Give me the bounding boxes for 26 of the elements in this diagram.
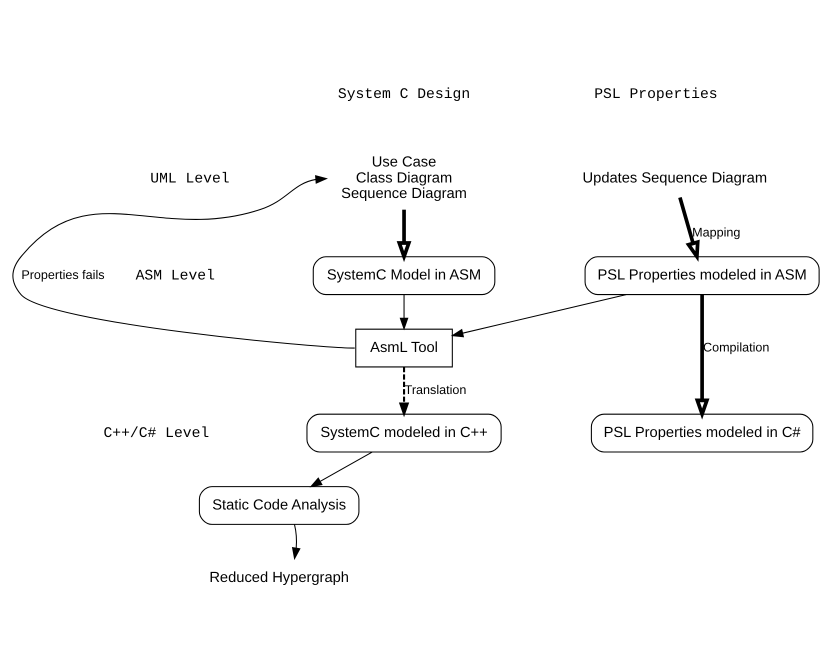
edge-label: Mapping [692,225,740,240]
label: C++/C# Level [103,426,210,442]
node-box: SystemC modeled in C++ [306,414,502,452]
arrow [694,294,710,420]
arrow [678,196,700,262]
node-text: Use Case Class Diagram Sequence Diagram [341,154,467,202]
node-text: Reduced Hypergraph [209,570,349,586]
node-text: Updates Sequence Diagram [582,170,768,186]
arrow [450,294,626,338]
node-box: PSL Properties modeled in ASM [584,256,820,296]
label: UML Level [150,171,230,188]
arrow [12,175,355,349]
arrow [292,524,301,560]
label: System C Design [338,86,470,103]
label: ASM Level [136,268,215,285]
arrow [398,367,410,418]
arrow [396,210,412,262]
edge-label: Properties fails [21,268,105,282]
node-box: AsmL Tool [355,328,453,368]
node-box: SystemC Model in ASM [312,256,496,296]
node-box: Static Code Analysis [198,486,360,525]
node-box: PSL Properties modeled in C# [590,414,814,452]
label: PSL Properties [594,86,718,103]
arrow [400,294,408,330]
edge-label: Translation [404,382,466,397]
arrow [310,452,372,488]
